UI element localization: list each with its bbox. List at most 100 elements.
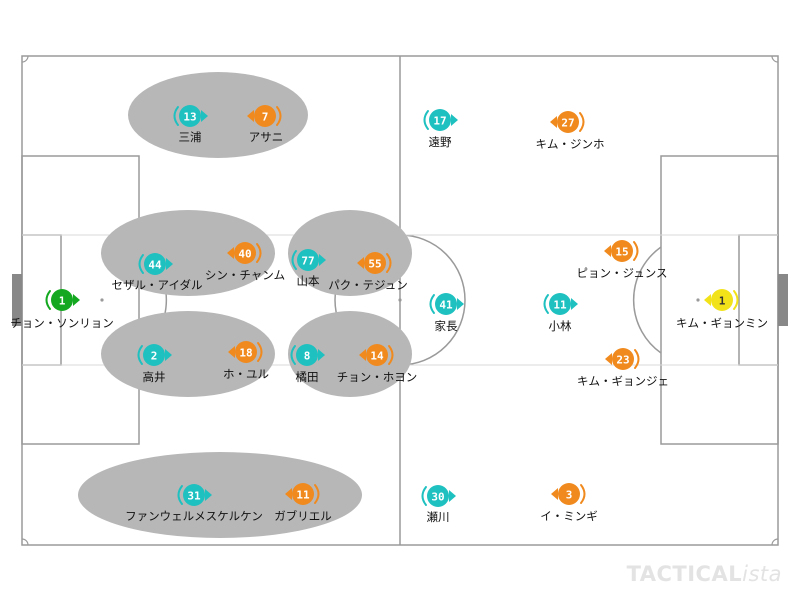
player-name: ガブリエル (274, 509, 332, 523)
direction-arrow-icon (318, 349, 325, 361)
player-number: 40 (238, 248, 251, 261)
direction-arrow-icon (227, 247, 234, 259)
direction-arrow-icon (166, 258, 173, 270)
direction-arrow-icon (205, 489, 212, 501)
player-token: 1 チョン・ソンリョン (10, 289, 114, 330)
right-penalty-spot (696, 298, 700, 302)
player-number: 3 (566, 489, 573, 502)
player-token: 8橘田 (290, 344, 325, 384)
player-name: シン・チャンム (205, 268, 285, 282)
corner-arc (21, 538, 29, 546)
left-goal (12, 274, 22, 326)
player-circle (366, 344, 388, 366)
vision-arc (634, 349, 640, 369)
player-number: 30 (431, 491, 444, 504)
direction-arrow-icon (451, 114, 458, 126)
player-token: 7 アサニ (247, 105, 283, 144)
player-name: 三浦 (179, 130, 202, 144)
zone-ellipse (101, 210, 275, 296)
left-penalty-area (21, 155, 140, 445)
player-name: ホ・ユル (223, 367, 269, 381)
player-name: チョン・ホヨン (337, 370, 418, 384)
player-circle (557, 111, 579, 133)
vision-arc (138, 254, 144, 274)
vision-arc (177, 485, 183, 505)
vision-arc (388, 345, 394, 365)
player-number: 17 (433, 115, 446, 128)
direction-arrow-icon (571, 298, 578, 310)
direction-arrow-icon (605, 353, 612, 365)
direction-arrow-icon (165, 349, 172, 361)
vision-arc (386, 253, 392, 273)
player-circle (292, 483, 314, 505)
zone-ellipse (288, 210, 412, 296)
player-circle (143, 344, 165, 366)
vision-arc (256, 243, 262, 263)
direction-arrow-icon (550, 116, 557, 128)
direction-arrow-icon (73, 294, 80, 306)
player-number: 77 (301, 255, 314, 268)
player-name: キム・ギョンミン (676, 316, 768, 330)
watermark-logo: TACTICALista (626, 562, 782, 586)
player-number: 7 (262, 111, 269, 124)
player-number: 2 (151, 350, 158, 363)
vision-arc (733, 290, 739, 310)
vision-arc (290, 345, 296, 365)
player-name: アサニ (249, 130, 284, 144)
zone-ellipse (128, 72, 308, 158)
player-name: キム・ギョンジェ (577, 374, 669, 388)
player-circle (549, 293, 571, 315)
player-circle (51, 289, 73, 311)
corner-arc (771, 55, 779, 63)
vision-arc (45, 290, 51, 310)
direction-arrow-icon (359, 349, 366, 361)
player-number: 11 (296, 489, 310, 502)
player-name: 家長 (435, 319, 458, 333)
player-token: 30 瀬川 (421, 485, 456, 524)
vision-arc (633, 241, 639, 261)
player-circle (296, 344, 318, 366)
player-name: チョン・ソンリョン (10, 316, 114, 330)
corner-arc (771, 538, 779, 546)
player-name: 遠野 (429, 135, 452, 149)
player-circle (611, 240, 633, 262)
vision-arc (543, 294, 549, 314)
direction-arrow-icon (449, 490, 456, 502)
vision-arc (423, 110, 429, 130)
player-number: 27 (561, 117, 574, 130)
corner-arc (21, 55, 29, 63)
player-number: 1 (59, 295, 66, 308)
player-circle (364, 252, 386, 274)
player-token: 27 キム・ジンホ (536, 111, 605, 151)
direction-arrow-icon (357, 257, 364, 269)
zone-ellipse (101, 311, 275, 397)
direction-arrow-icon (457, 298, 464, 310)
player-token: 40 シン・チャンム (205, 242, 285, 282)
player-token: 18 ホ・ユル (223, 341, 269, 381)
player-number: 18 (239, 347, 252, 360)
right-penalty-arc (632, 246, 662, 354)
zone-ellipse (288, 311, 412, 397)
vision-arc (314, 484, 320, 504)
player-number: 31 (187, 490, 201, 503)
vision-arc (137, 345, 143, 365)
player-name: 小林 (549, 319, 572, 333)
player-circle (429, 109, 451, 131)
player-name: 橘田 (296, 370, 319, 384)
player-name: セザル・アイダル (112, 278, 203, 292)
player-name: キム・ジンホ (536, 137, 605, 151)
zone-ellipse (78, 452, 362, 538)
player-name: ピョン・ジュンス (577, 266, 668, 280)
player-token: 11 ガブリエル (274, 483, 332, 523)
player-name: イ・ミンギ (540, 509, 598, 523)
player-token: 17 遠野 (423, 109, 458, 149)
direction-arrow-icon (604, 245, 611, 257)
center-spot (398, 298, 402, 302)
player-circle (558, 483, 580, 505)
player-name: 瀬川 (427, 510, 450, 524)
